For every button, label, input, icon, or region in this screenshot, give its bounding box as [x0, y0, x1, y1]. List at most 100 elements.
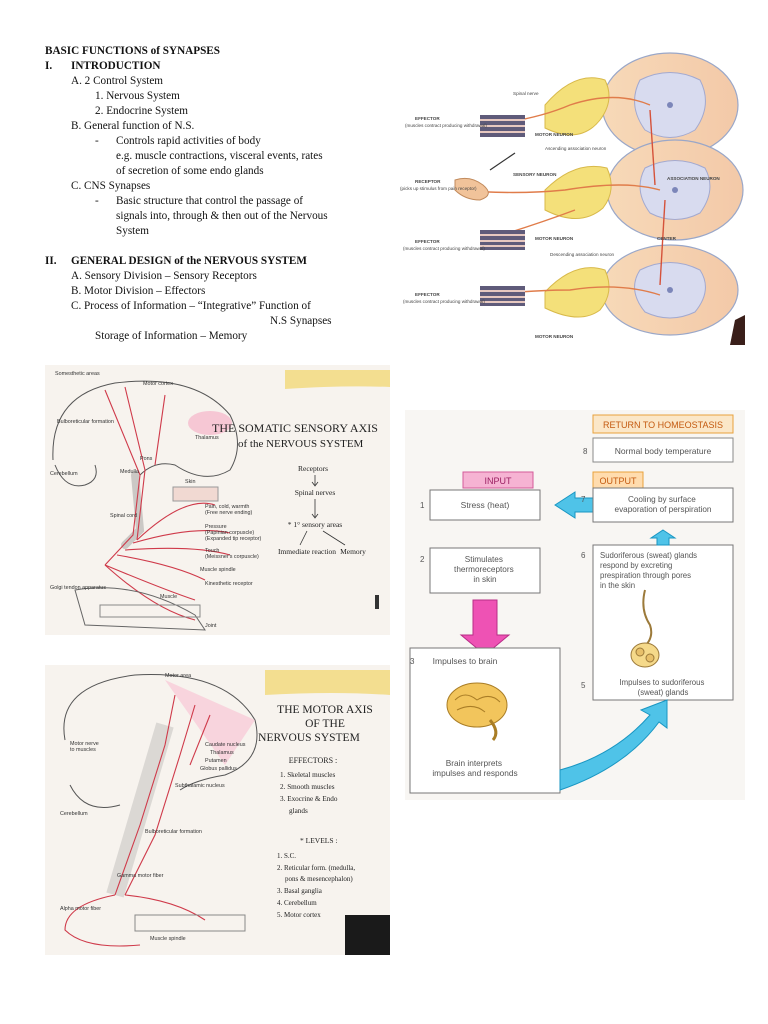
brain-interprets-line: impulses and responds	[432, 768, 517, 778]
label-pressure-sub1: (Papinian corpuscle)	[205, 530, 254, 536]
label-effector: EFFECTOR	[415, 239, 440, 244]
stimulates-text-line: in skin	[473, 575, 497, 584]
label-motor-cortex: Motor cortex	[143, 381, 173, 387]
box-normal-temp	[592, 437, 734, 463]
step-number: 7	[581, 495, 586, 504]
impulses-brain-text: Impulses to brain	[433, 656, 498, 666]
cyan-arrow-curved	[559, 699, 668, 791]
item-a2: A. Sensory Division – Sensory Receptors	[71, 270, 257, 282]
label-center: CENTER	[657, 236, 677, 241]
impulses-sud-line: (sweat) glands	[638, 688, 689, 697]
flow-sensory-areas: * 1° sensory areas	[288, 520, 343, 529]
label-pons: Pons	[140, 456, 153, 462]
step-number: 5	[581, 681, 586, 690]
level-item: 5. Motor cortex	[277, 911, 321, 919]
muscle-shape	[99, 604, 201, 618]
label-pain: Pain, cold, warmth	[205, 504, 249, 510]
return-banner	[592, 414, 734, 434]
label-thalamus: Thalamus	[210, 750, 234, 756]
impulses-sud-line: Impulses to sudoriferous	[619, 678, 704, 687]
scan-mark	[375, 595, 379, 609]
label-pain-sub: (Free nerve ending)	[205, 510, 253, 516]
label-motor-neuron: MOTOR NEURON	[535, 334, 574, 339]
brainstem	[106, 722, 174, 898]
input-label: INPUT	[485, 476, 513, 486]
box-stimulates	[429, 547, 541, 594]
sudoriferous-text-line: in the skin	[600, 581, 635, 590]
item-b1-text: of secretion of some endo glands	[116, 165, 264, 177]
sensory-title-line2: of the NERVOUS SYSTEM	[238, 438, 364, 450]
cord-section-bottom	[601, 244, 739, 336]
step-number: 1	[420, 501, 425, 510]
cyan-arrow-up	[649, 529, 677, 546]
sudoriferous-text: Sudoriferous (sweat) glands respond by e…	[600, 551, 699, 590]
item-c1-text: signals into, through & then out of the …	[116, 210, 328, 222]
item-storage: Storage of Information – Memory	[95, 330, 248, 342]
label-caudate: Caudate nucleus	[205, 742, 246, 748]
sensory-pathways	[104, 386, 231, 621]
sensory-axis-diagram: Somesthetic areas Motor cortex Thalamus …	[45, 365, 390, 635]
item-a1: A. 2 Control System	[71, 75, 163, 87]
dorsal-root-ganglia	[544, 77, 612, 318]
box-cooling	[592, 487, 734, 523]
sensory-axis-svg: Somesthetic areas Motor cortex Thalamus …	[50, 370, 390, 631]
output-label: OUTPUT	[600, 476, 638, 486]
label-spinal-cord: Spinal cord	[110, 513, 137, 519]
motor-title-line3: NERVOUS SYSTEM	[258, 732, 360, 744]
label-joint: Joint	[205, 623, 217, 629]
label-muscle-spindle: Muscle spindle	[200, 567, 236, 573]
effector-item: 1. Skeletal muscles	[280, 771, 335, 779]
cooling-text-line: Cooling by surface	[628, 495, 696, 504]
homeostasis-flowchart: RETURN TO HOMEOSTASIS Normal body temper…	[405, 410, 745, 800]
section-1-number: I.	[45, 60, 53, 72]
return-label: RETURN TO HOMEOSTASIS	[603, 420, 723, 430]
item-c1: C. CNS Synapses	[71, 180, 151, 192]
item-b1: B. General function of N.S.	[71, 120, 195, 132]
label-kinesthetic: Kinesthetic receptor	[205, 581, 253, 587]
homeostasis-svg: RETURN TO HOMEOSTASIS Normal body temper…	[409, 414, 734, 794]
label-association-neuron: ASSOCIATION NEURON	[667, 176, 720, 181]
pink-arrow-down	[459, 599, 511, 656]
flow-immediate: Immediate reaction	[278, 547, 336, 556]
label-bulboreticular: Bulboreticular formation	[145, 829, 202, 835]
flow-arrows	[299, 475, 346, 546]
level-item: pons & mesencephalon)	[285, 875, 353, 883]
label-ascending: Ascending association neuron	[545, 146, 607, 151]
cooling-text-line: evaporation of perspiration	[615, 505, 712, 514]
label-receptor: RECEPTOR	[415, 179, 441, 184]
item-c2-continued: N.S Synapses	[270, 315, 332, 327]
label-touch: Touch	[205, 548, 219, 554]
stress-text: Stress (heat)	[461, 500, 510, 510]
stimulates-text: Stimulates thermoreceptors in skin	[454, 555, 516, 584]
item-b2: B. Motor Division – Effectors	[71, 285, 206, 297]
sudoriferous-text-line: respond by excreting	[600, 561, 672, 570]
level-item: 2. Reticular form. (medulla,	[277, 864, 355, 872]
label-receptor-sub: (picks up stimulus from pain receptor)	[400, 186, 477, 191]
cord-section-top	[601, 52, 739, 158]
item-b1-text: e.g. muscle contractions, visceral event…	[116, 150, 323, 162]
label-skin: Skin	[185, 479, 196, 485]
effector-item: 2. Smooth muscles	[280, 783, 335, 791]
limb-outline	[74, 587, 206, 631]
label-subthalamic: Subthalamic nucleus	[175, 783, 225, 789]
label-spindle: Muscle spindle	[150, 936, 186, 942]
motor-area-shape	[165, 680, 255, 765]
motor-axis-diagram: Motor area Motor nerve to muscles Caudat…	[45, 665, 390, 955]
label-effector: EFFECTOR	[415, 292, 440, 297]
section-2-number: II.	[45, 255, 57, 267]
effector-item: glands	[289, 807, 308, 815]
motor-axis-svg: Motor area Motor nerve to muscles Caudat…	[60, 670, 390, 955]
motor-title-line2: OF THE	[305, 718, 345, 730]
sweat-gland-image	[630, 589, 660, 668]
label-cerebellum: Cerebellum	[60, 811, 88, 817]
label-muscle: Muscle	[160, 594, 177, 600]
skin-block	[172, 486, 219, 502]
label-putamen: Putamen	[205, 758, 227, 764]
level-item: 4. Cerebellum	[277, 899, 317, 907]
label-spinal-nerve: Spinal nerve	[513, 91, 539, 96]
brain-outline	[63, 674, 258, 791]
stimulates-text-line: thermoreceptors	[454, 565, 514, 574]
label-bulboreticular: Bulboreticular formation	[57, 419, 114, 425]
flow-memory: Memory	[340, 547, 366, 556]
bullet: -	[95, 195, 99, 207]
